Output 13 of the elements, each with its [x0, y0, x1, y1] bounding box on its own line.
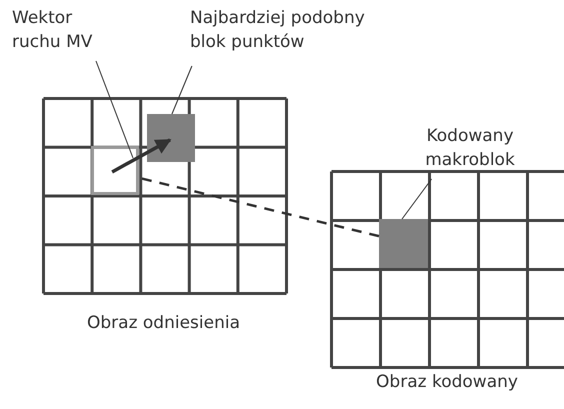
current-block-outline: [91, 146, 139, 195]
leader-line: [96, 60, 134, 158]
motion-vector-arrow: [111, 138, 172, 174]
dashed-line: [138, 176, 380, 238]
leader-line: [402, 178, 432, 220]
coded-macroblock: [379, 219, 428, 268]
best-match-block: [147, 114, 195, 162]
callout-label: Najbardziej podobny blok punktów: [190, 6, 380, 56]
callout-label: Wektor ruchu MV: [12, 6, 112, 56]
frame-caption: Obraz odniesienia: [86, 312, 241, 335]
frame-caption: Obraz kodowany: [375, 371, 519, 394]
callout-label: Kodowany makroblok: [410, 124, 530, 174]
leader-line: [171, 66, 192, 114]
